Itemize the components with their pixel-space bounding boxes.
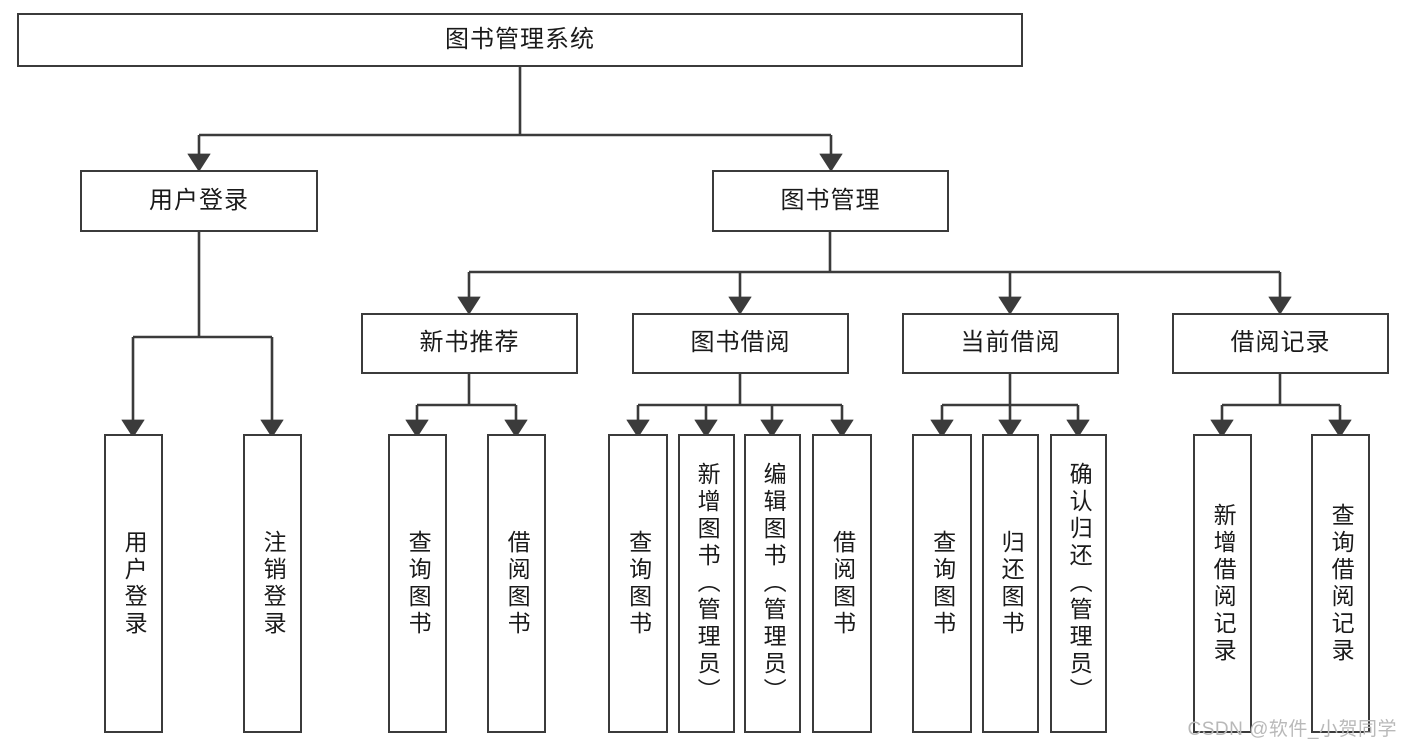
node-label: 借阅记录 [1230, 329, 1331, 357]
node-book-borrow[interactable]: 图书借阅 [632, 313, 849, 374]
node-current-borrow[interactable]: 当前借阅 [902, 313, 1119, 374]
node-label: 查询图书 [405, 529, 432, 638]
node-label: 图书管理系统 [445, 25, 595, 53]
leaf-current-borrow-return[interactable]: 归还图书 [982, 434, 1039, 733]
node-label: 查询借阅记录 [1328, 502, 1355, 665]
node-label: 图书管理 [780, 186, 881, 214]
node-root-system[interactable]: 图书管理系统 [17, 13, 1023, 67]
node-label: 借阅图书 [504, 529, 531, 638]
leaf-current-borrow-query[interactable]: 查询图书 [912, 434, 972, 733]
node-label: 归还图书 [998, 529, 1025, 638]
leaf-user-login-login[interactable]: 用户登录 [104, 434, 163, 733]
node-user-login[interactable]: 用户登录 [80, 170, 318, 232]
node-label: 借阅图书 [829, 529, 856, 638]
node-label: 确认归还（管理员） [1066, 462, 1093, 705]
node-borrow-record[interactable]: 借阅记录 [1172, 313, 1389, 374]
node-book-management[interactable]: 图书管理 [712, 170, 949, 232]
node-label: 用户登录 [149, 186, 249, 214]
leaf-book-borrow-edit[interactable]: 编辑图书（管理员） [744, 434, 801, 733]
leaf-book-borrow-borrow[interactable]: 借阅图书 [812, 434, 872, 733]
node-label: 当前借阅 [960, 329, 1061, 357]
node-label: 新增借阅记录 [1210, 502, 1237, 665]
leaf-user-login-logout[interactable]: 注销登录 [243, 434, 302, 733]
leaf-borrow-record-query[interactable]: 查询借阅记录 [1311, 434, 1370, 733]
leaf-new-book-borrow[interactable]: 借阅图书 [487, 434, 546, 733]
leaf-borrow-record-add[interactable]: 新增借阅记录 [1193, 434, 1252, 733]
node-label: 新增图书（管理员） [694, 462, 721, 705]
node-label: 用户登录 [121, 529, 148, 638]
node-label: 图书借阅 [690, 329, 791, 357]
node-label: 新书推荐 [419, 329, 520, 357]
node-new-book-recommend[interactable]: 新书推荐 [361, 313, 578, 374]
node-label: 编辑图书（管理员） [760, 462, 787, 705]
watermark-text: CSDN @软件_小贺同学 [1187, 719, 1397, 740]
node-label: 注销登录 [260, 529, 287, 638]
node-label: 查询图书 [929, 529, 956, 638]
leaf-current-borrow-confirm-return[interactable]: 确认归还（管理员） [1050, 434, 1107, 733]
leaf-new-book-query[interactable]: 查询图书 [388, 434, 447, 733]
node-label: 查询图书 [625, 529, 652, 638]
leaf-book-borrow-add[interactable]: 新增图书（管理员） [678, 434, 735, 733]
leaf-book-borrow-query[interactable]: 查询图书 [608, 434, 668, 733]
